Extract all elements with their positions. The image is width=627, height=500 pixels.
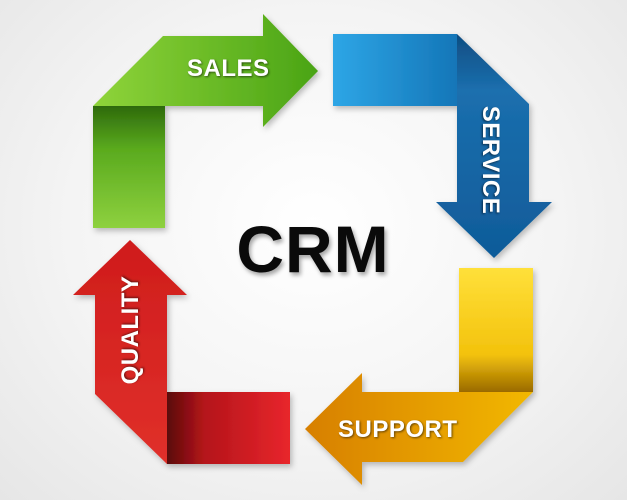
quality-arrow-bar: [167, 392, 290, 464]
sales-arrow-head: [93, 14, 318, 127]
service-arrow-bar: [333, 34, 457, 106]
service-arrow: [333, 34, 552, 258]
crm-title: CRM: [236, 212, 390, 286]
quality-label: QUALITY: [117, 275, 144, 385]
service-arrow-head: [436, 34, 552, 258]
quality-arrow-head: [73, 240, 187, 464]
service-label: SERVICE: [477, 105, 504, 215]
quality-arrow: [73, 240, 290, 464]
sales-arrow: [93, 14, 318, 228]
support-arrow-head: [305, 373, 533, 485]
support-arrow-stem: [459, 268, 533, 392]
support-arrow: [305, 268, 533, 485]
support-label: SUPPORT: [338, 416, 458, 443]
sales-label: SALES: [187, 55, 270, 82]
sales-arrow-stem: [93, 106, 165, 228]
